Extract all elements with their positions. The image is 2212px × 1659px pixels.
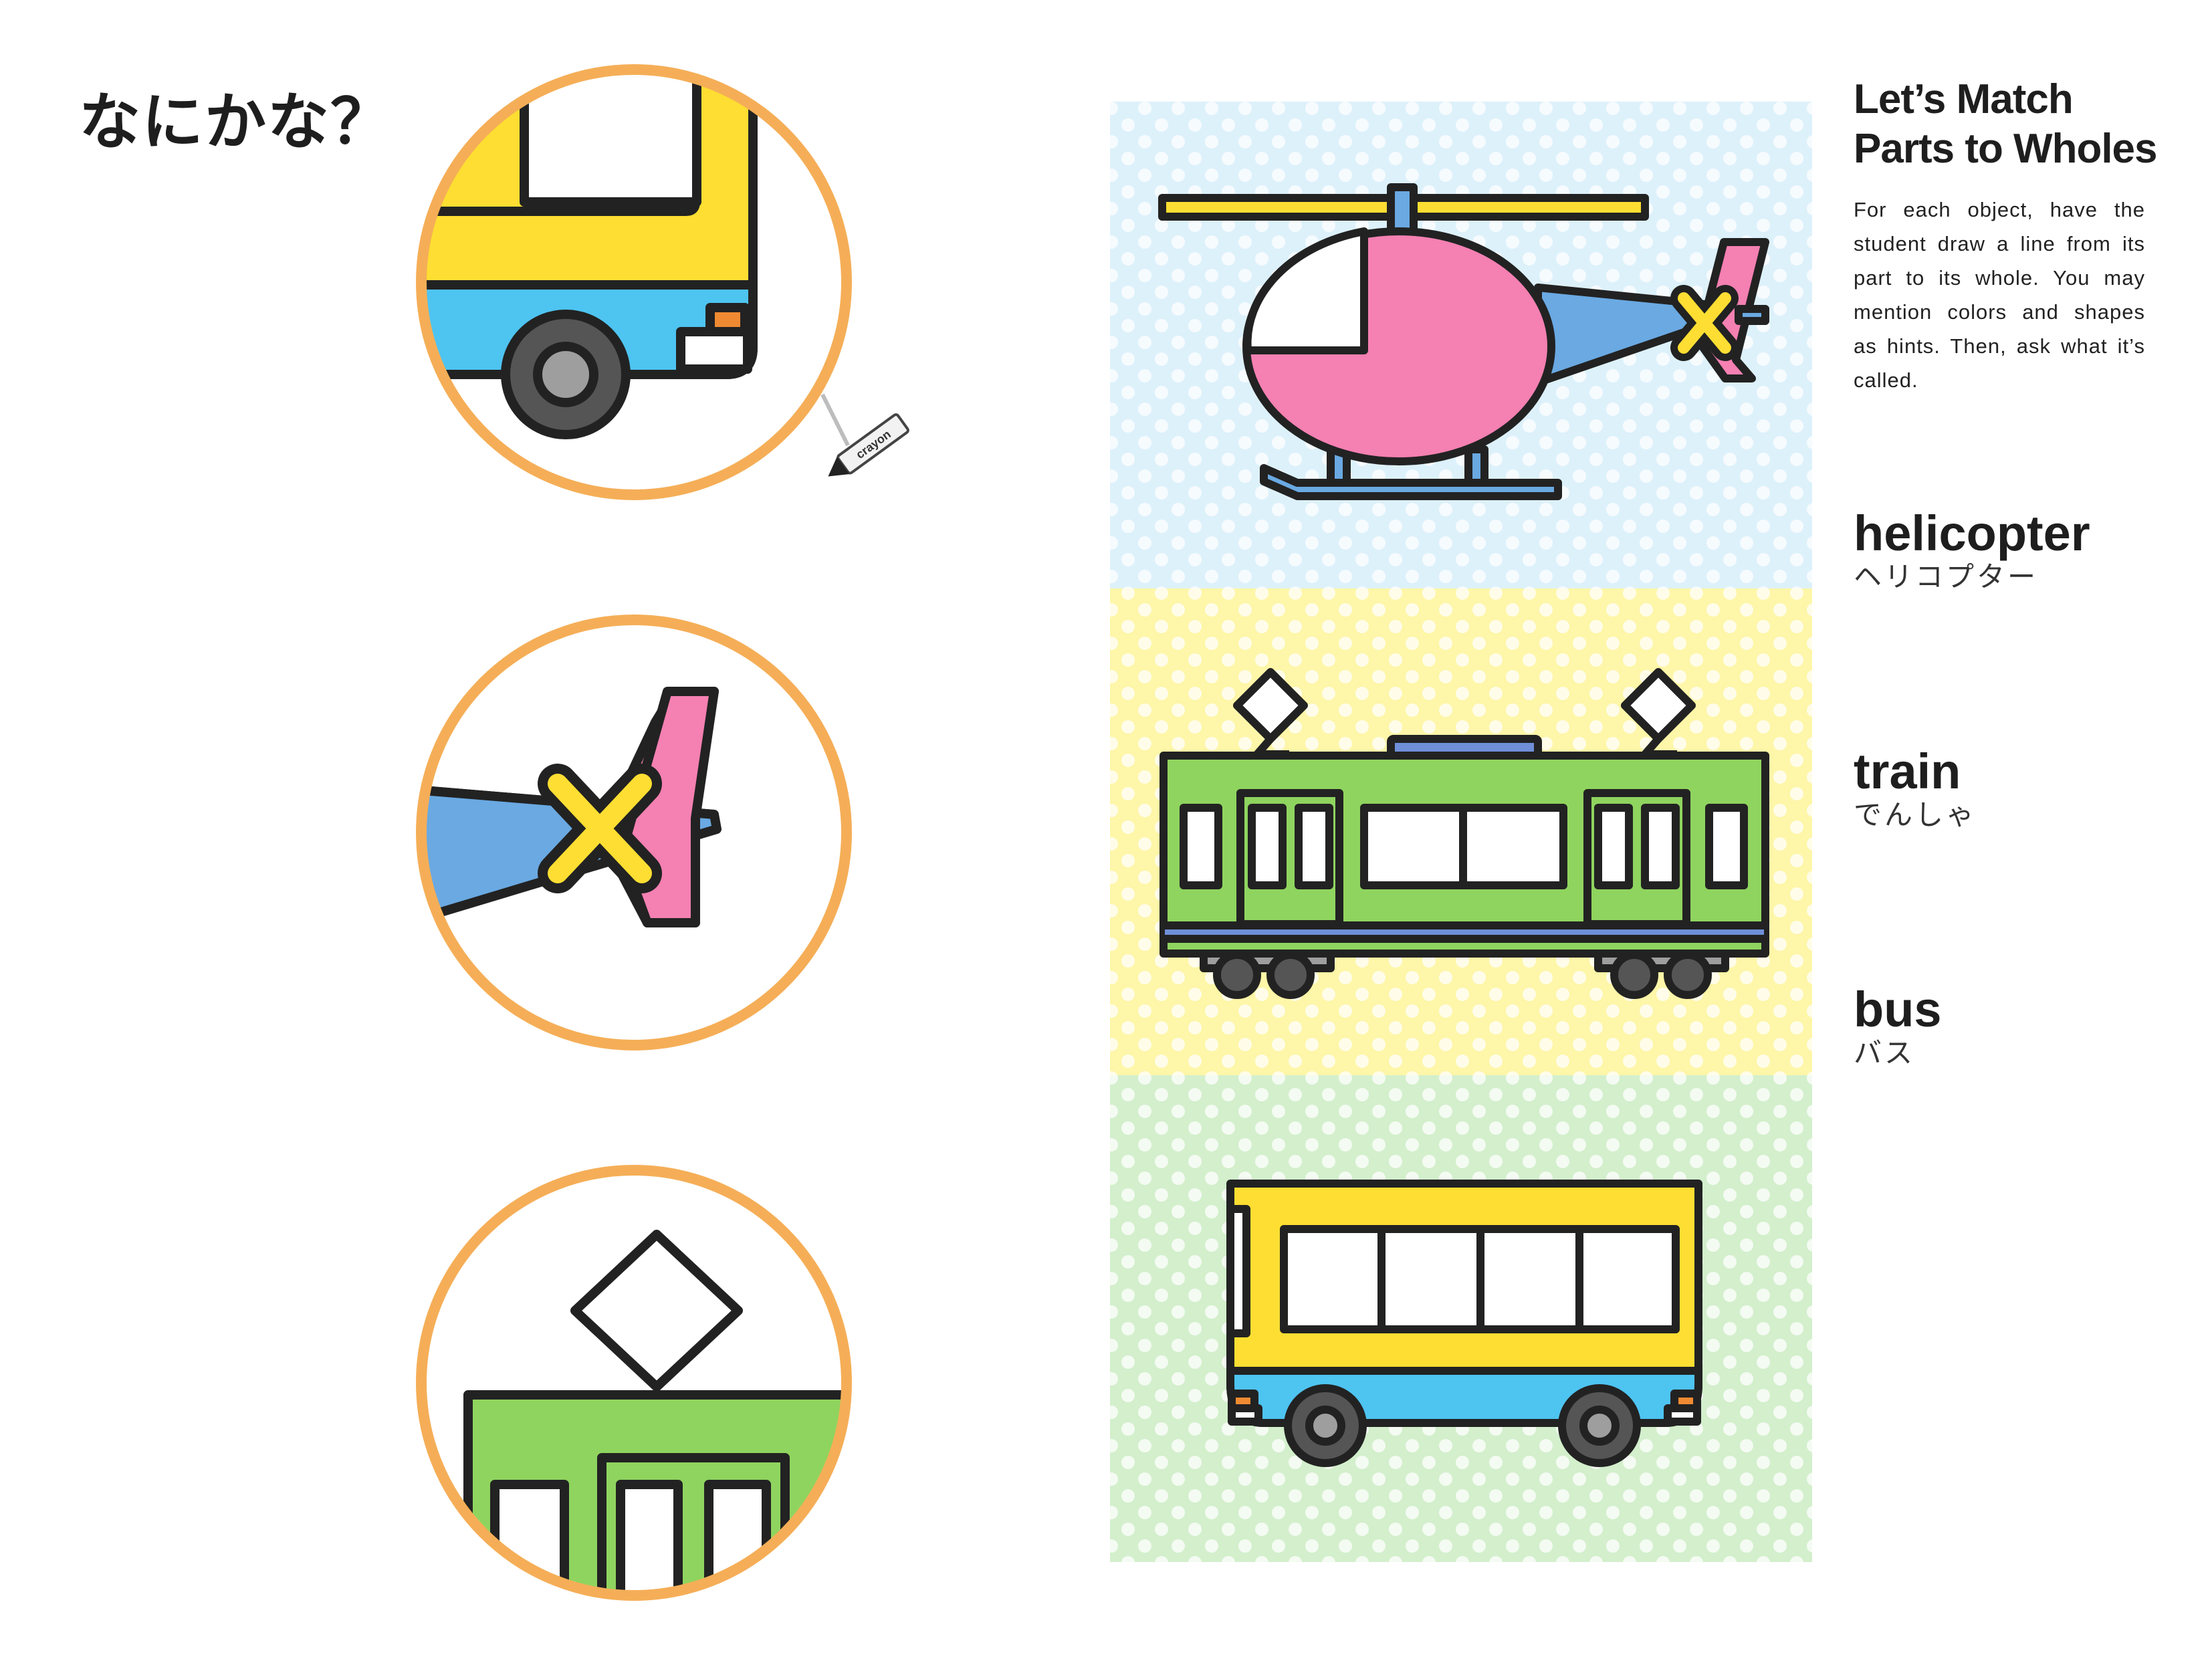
word-bus[interactable]: bus バス — [1854, 983, 1942, 1070]
part-circle-train[interactable] — [416, 1165, 883, 1659]
worksheet-title-line1: Let’s Match — [1854, 76, 2074, 122]
word-train-en: train — [1854, 744, 1961, 799]
word-helicopter-jp: ヘリコプター — [1854, 560, 2039, 593]
part-circle-bus[interactable] — [401, 53, 852, 500]
train-illustration — [1159, 668, 1769, 999]
page-heading: なにかな？ — [79, 86, 394, 158]
worksheet-title: Let’s Match Parts to Wholes — [1854, 75, 2161, 174]
word-bus-en: bus — [1854, 982, 1942, 1037]
word-bus-jp: バス — [1854, 1036, 1916, 1069]
instructions-text: For each object, have the student draw a… — [1854, 198, 2145, 392]
helicopter-illustration — [1158, 183, 1769, 500]
word-train[interactable]: train でんしゃ — [1854, 745, 1977, 832]
bus-illustration — [1226, 1180, 1702, 1467]
word-helicopter-en: helicopter — [1854, 506, 2090, 561]
worksheet-title-line2: Parts to Wholes — [1854, 126, 2158, 172]
crayon-icon: crayon — [820, 393, 909, 477]
part-circle-helicopter[interactable] — [374, 615, 852, 1050]
word-helicopter[interactable]: helicopter ヘリコプター — [1854, 507, 2090, 594]
word-train-jp: でんしゃ — [1854, 798, 1977, 831]
